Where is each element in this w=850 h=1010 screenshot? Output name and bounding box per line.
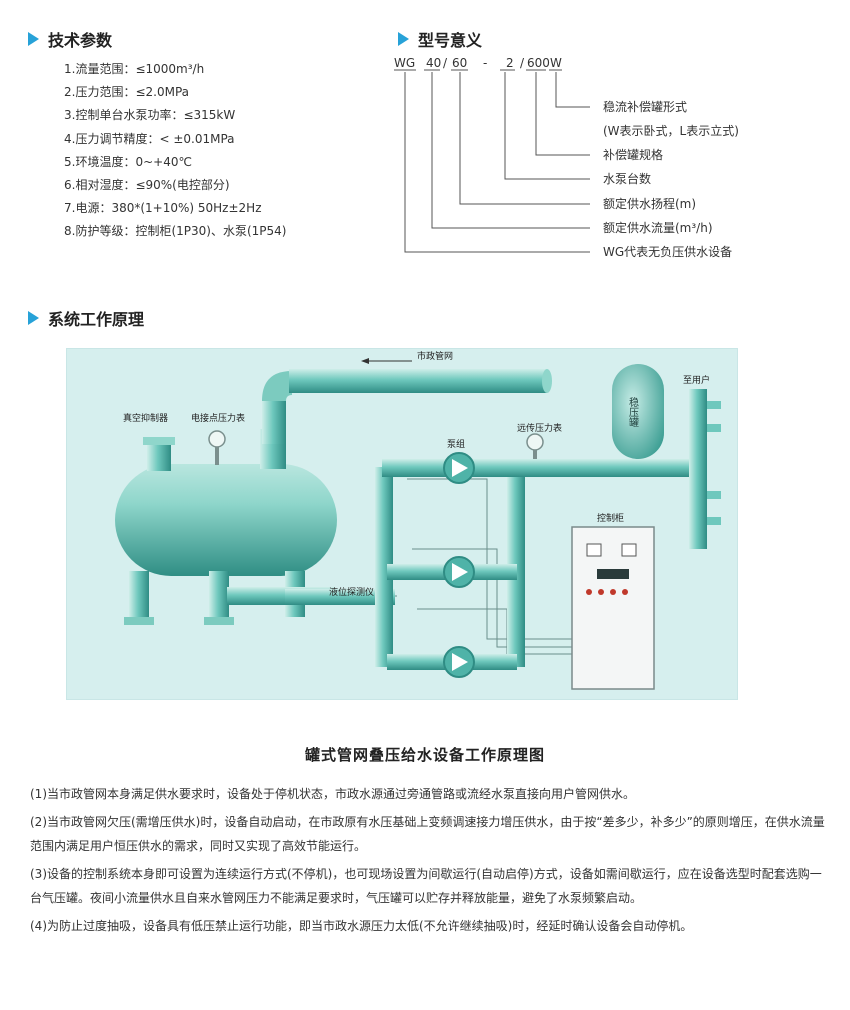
- spec-item: 4.压力调节精度：< ±0.01MPa: [64, 131, 235, 146]
- diagram-caption: 罐式管网叠压给水设备工作原理图: [304, 746, 545, 764]
- code-part-flow: 40: [426, 56, 441, 70]
- pump-icon: [443, 646, 475, 678]
- diagram-label: 控制柜: [597, 512, 624, 524]
- model-label: 额定供水流量(m³/h): [603, 220, 713, 235]
- code-part-head: 60: [452, 56, 467, 70]
- diagram-label: 泵组: [447, 438, 465, 450]
- diagram-label: 真空抑制器: [123, 412, 168, 424]
- diagram-label: 稳压罐: [627, 396, 639, 428]
- spec-item: 5.环境温度：0~+40℃: [64, 154, 192, 169]
- spec-item: 2.压力范围：≤2.0MPa: [64, 85, 189, 100]
- model-label: WG代表无负压供水设备: [603, 245, 732, 259]
- code-part-wg: WG: [394, 56, 415, 70]
- model-label: 额定供水扬程(m): [603, 196, 696, 211]
- triangle-bullet-icon: [28, 32, 39, 46]
- spec-list: 1.流量范围：≤1000m³/h 2.压力范围：≤2.0MPa 3.控制单台水泵…: [64, 58, 286, 244]
- diagram-label: 市政管网: [417, 350, 453, 362]
- pump-icon: [443, 452, 475, 484]
- spec-item: 7.电源：380*(1+10%) 50Hz±2Hz: [64, 201, 262, 216]
- section-header-principle: 系统工作原理: [28, 306, 144, 330]
- section-header-tech: 技术参数: [28, 27, 112, 51]
- code-part-slash: /: [520, 56, 525, 70]
- main-tank: [115, 464, 337, 576]
- paragraph: (3)设备的控制系统本身即可设置为连续运行方式(不停机)，也可现场设置为间歇运行…: [30, 867, 822, 905]
- diagram-label: 电接点压力表: [191, 412, 245, 424]
- stabilizer-tank: [612, 364, 664, 459]
- spec-item: 1.流量范围：≤1000m³/h: [64, 62, 205, 76]
- section-title: 系统工作原理: [48, 310, 145, 329]
- section-title: 技术参数: [48, 31, 113, 50]
- control-cabinet: [571, 526, 655, 690]
- section-title: 型号意义: [418, 31, 483, 50]
- paragraph: (1)当市政管网本身满足供水要求时，设备处于停机状态，市政水源通过旁通管路或流经…: [30, 787, 636, 801]
- code-part-type: W: [550, 56, 562, 70]
- code-part-pumps: 2: [506, 56, 514, 70]
- diagram-label: 远传压力表: [517, 422, 562, 434]
- code-part-slash: /: [443, 56, 448, 70]
- model-label: (W表示卧式，L表示立式): [603, 123, 739, 138]
- system-diagram: 市政管网 至用户 真空抑制器 电接点压力表 泵组 远传压力表 控制柜 液位探测仪…: [66, 348, 738, 700]
- model-label: 水泵台数: [603, 171, 651, 186]
- code-part-dash: -: [483, 56, 487, 70]
- diagram-label: 至用户: [683, 374, 710, 386]
- principle-paragraphs: (1)当市政管网本身满足供水要求时，设备处于停机状态，市政水源通过旁通管路或流经…: [30, 782, 830, 942]
- triangle-bullet-icon: [28, 311, 39, 325]
- code-part-tank: 600: [527, 56, 550, 70]
- model-label: 补偿罐规格: [603, 147, 663, 162]
- diagram-label: 液位探测仪: [329, 586, 374, 598]
- section-header-model: 型号意义: [398, 27, 482, 51]
- triangle-bullet-icon: [398, 32, 409, 46]
- model-label: 稳流补偿罐形式: [603, 99, 687, 114]
- spec-item: 6.相对湿度：≤90%(电控部分): [64, 177, 230, 192]
- paragraph: (2)当市政管网欠压(需增压供水)时，设备自动启动，在市政原有水压基础上变频调速…: [30, 815, 825, 853]
- paragraph: (4)为防止过度抽吸，设备具有低压禁止运行功能，即当市政水源压力太低(不允许继续…: [30, 919, 693, 933]
- pump-icon: [443, 556, 475, 588]
- spec-item: 3.控制单台水泵功率：≤315kW: [64, 108, 236, 123]
- spec-item: 8.防护等级：控制柜(1P30)、水泵(1P54): [64, 224, 287, 239]
